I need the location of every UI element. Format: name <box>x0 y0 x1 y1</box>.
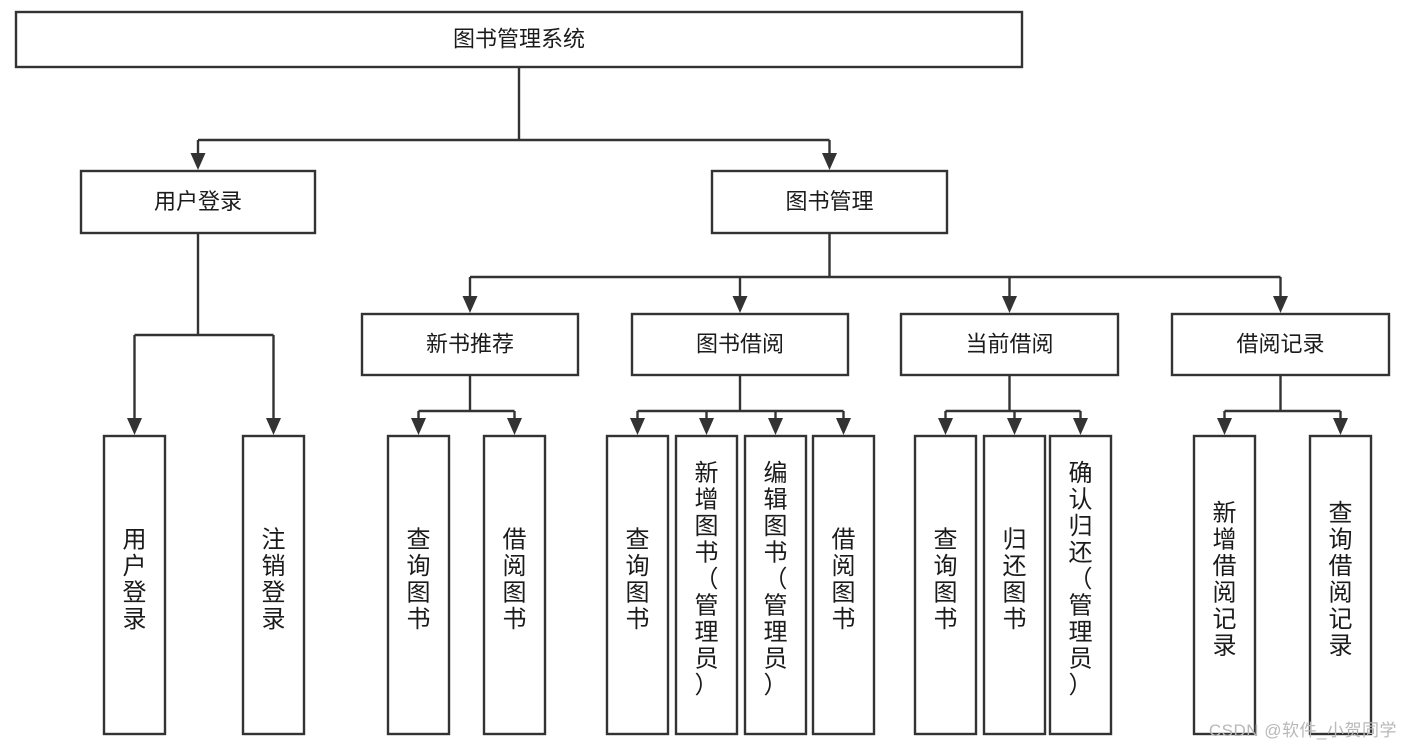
node-current-borrow[interactable]: 当前借阅 <box>899 312 1120 377</box>
node-confirm-return-admin[interactable]: 确认归还（管理员） <box>1048 434 1113 736</box>
node-label: 注销登录 <box>262 526 286 633</box>
node-box <box>743 434 808 736</box>
node-box <box>482 434 547 736</box>
node-box <box>102 434 167 736</box>
node-borrow-book-1[interactable]: 借阅图书 <box>482 434 547 736</box>
node-box <box>630 312 850 377</box>
node-label: 编辑图书（管理员） <box>764 460 788 699</box>
node-root[interactable]: 图书管理系统 <box>14 10 1024 69</box>
node-box <box>1048 434 1113 736</box>
node-query-book-2[interactable]: 查询图书 <box>605 434 670 736</box>
node-label: 查询图书 <box>934 526 958 633</box>
arrow-head-icon <box>630 418 645 435</box>
node-box <box>386 434 451 736</box>
node-query-book-3[interactable]: 查询图书 <box>913 434 978 736</box>
node-label: 确认归还（管理员） <box>1069 460 1093 699</box>
arrow-head-icon <box>190 153 206 170</box>
node-box <box>913 434 978 736</box>
node-label: 图书借阅 <box>696 331 784 356</box>
node-label: 当前借阅 <box>965 331 1053 356</box>
node-user-logout[interactable]: 注销登录 <box>241 434 306 736</box>
arrow-head-icon <box>1073 418 1088 435</box>
arrow-head-icon <box>1217 418 1232 435</box>
arrow-head-icon <box>127 418 142 435</box>
arrow-head-icon <box>938 418 953 435</box>
arrow-head-icon <box>1333 418 1348 435</box>
arrow-head-icon <box>1007 418 1022 435</box>
node-book-borrow[interactable]: 图书借阅 <box>630 312 850 377</box>
arrow-head-icon <box>1273 296 1288 313</box>
node-user-login-do[interactable]: 用户登录 <box>102 434 167 736</box>
node-label: 新增借阅记录 <box>1213 500 1237 660</box>
node-box <box>79 169 317 235</box>
node-label: 借阅记录 <box>1236 331 1324 356</box>
arrow-head-icon <box>836 418 851 435</box>
node-label: 用户登录 <box>123 526 147 633</box>
node-box <box>1170 312 1391 377</box>
node-box <box>605 434 670 736</box>
node-label: 用户登录 <box>154 189 242 214</box>
node-user-login[interactable]: 用户登录 <box>79 169 317 235</box>
node-return-book[interactable]: 归还图书 <box>982 434 1047 736</box>
arrow-head-icon <box>507 418 522 435</box>
node-new-book-recommend[interactable]: 新书推荐 <box>360 312 580 377</box>
arrow-head-icon <box>699 418 714 435</box>
node-label: 借阅图书 <box>503 526 527 633</box>
node-borrow-book-2[interactable]: 借阅图书 <box>811 434 876 736</box>
arrow-head-icon <box>1002 296 1017 313</box>
node-box <box>899 312 1120 377</box>
edges-layer <box>127 67 1348 435</box>
node-label: 查询图书 <box>407 526 431 633</box>
arrow-head-icon <box>462 296 478 313</box>
node-label: 归还图书 <box>1003 526 1027 633</box>
nodes-layer: 图书管理系统用户登录图书管理用户登录注销登录新书推荐查询图书借阅图书图书借阅查询… <box>14 10 1391 736</box>
node-label: 新书推荐 <box>426 331 514 356</box>
node-label: 新增图书（管理员） <box>695 460 719 699</box>
node-query-book-1[interactable]: 查询图书 <box>386 434 451 736</box>
node-box <box>1192 434 1257 736</box>
arrow-head-icon <box>822 153 837 170</box>
arrow-head-icon <box>266 418 281 435</box>
node-label: 图书管理 <box>785 189 873 214</box>
arrow-head-icon <box>732 296 748 313</box>
node-box <box>811 434 876 736</box>
node-label: 查询图书 <box>626 526 650 633</box>
node-query-borrow-record[interactable]: 查询借阅记录 <box>1308 434 1373 736</box>
node-book-management[interactable]: 图书管理 <box>710 169 949 235</box>
node-box <box>241 434 306 736</box>
node-box <box>14 10 1024 69</box>
node-box <box>1308 434 1373 736</box>
node-label: 查询借阅记录 <box>1329 500 1353 660</box>
node-label: 借阅图书 <box>832 526 856 633</box>
node-box <box>982 434 1047 736</box>
node-label: 图书管理系统 <box>453 26 585 51</box>
arrow-head-icon <box>768 418 783 435</box>
node-box <box>674 434 739 736</box>
node-box <box>710 169 949 235</box>
node-add-borrow-record[interactable]: 新增借阅记录 <box>1192 434 1257 736</box>
node-borrow-record[interactable]: 借阅记录 <box>1170 312 1391 377</box>
arrow-head-icon <box>411 418 426 435</box>
node-add-book-admin[interactable]: 新增图书（管理员） <box>674 434 739 736</box>
node-box <box>360 312 580 377</box>
node-edit-book-admin[interactable]: 编辑图书（管理员） <box>743 434 808 736</box>
